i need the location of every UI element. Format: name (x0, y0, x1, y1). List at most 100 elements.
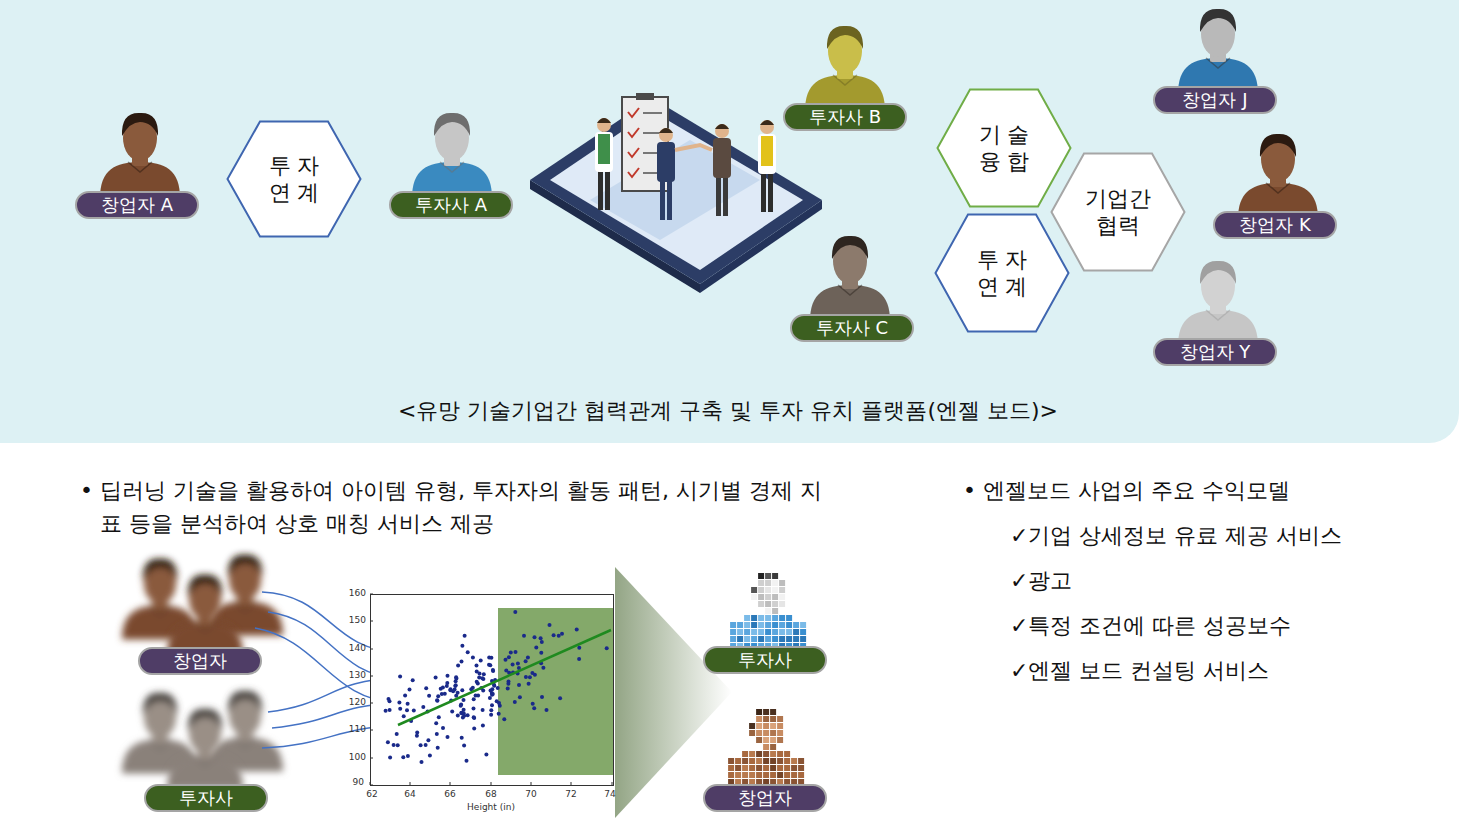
data-point (472, 715, 476, 719)
pixel (772, 601, 778, 607)
hexagon-text-wrap: 기 술 융 합 (973, 121, 1035, 176)
data-point (420, 760, 424, 764)
data-point (459, 704, 463, 708)
data-point (456, 664, 460, 668)
pixel (749, 730, 755, 736)
data-point (481, 677, 485, 681)
data-point (516, 662, 520, 666)
pixel (744, 636, 750, 642)
pixel (786, 615, 792, 621)
pixel (758, 587, 764, 593)
data-point (436, 694, 440, 698)
caption: <유망 기술기업간 협력관계 구축 및 투자 유치 플랫폼(엔젤 보드)> (398, 396, 1058, 426)
tag-text: 투자사 C (816, 317, 888, 338)
pixel (751, 587, 757, 593)
data-point (484, 753, 488, 757)
person-collar (128, 162, 152, 172)
data-point (481, 708, 485, 712)
body (758, 134, 776, 174)
data-point (489, 656, 493, 660)
tick (410, 782, 411, 785)
pixel (765, 615, 771, 621)
tick (491, 782, 492, 785)
axis-tick: 68 (485, 790, 496, 800)
hexagon-shape (1052, 154, 1185, 271)
data-point (541, 666, 545, 670)
data-point (401, 755, 405, 759)
name-tag: 투자사 (144, 784, 268, 812)
pixel (786, 636, 792, 642)
pixel (735, 772, 741, 778)
tick (370, 782, 371, 785)
data-point (424, 743, 428, 747)
pixel (737, 629, 743, 635)
tick (450, 782, 451, 785)
data-point (471, 656, 475, 660)
hair (715, 124, 729, 129)
data-point (388, 756, 392, 760)
pixel (777, 716, 783, 722)
person-hair (1200, 261, 1236, 284)
pixel (791, 772, 797, 778)
leg (768, 170, 773, 212)
pixel (756, 758, 762, 764)
leg (660, 178, 665, 220)
data-point (490, 703, 494, 707)
data-point (460, 644, 464, 648)
pixel (758, 622, 764, 628)
tick (370, 676, 373, 677)
person-hair (122, 113, 158, 136)
data-point (406, 702, 410, 706)
pixel (770, 744, 776, 750)
pixel (749, 723, 755, 729)
tick (612, 782, 613, 785)
tag-text: 투자사 B (809, 106, 881, 127)
tag-text: 투자사 (738, 649, 792, 670)
pixel (770, 758, 776, 764)
hexagon-text: 기 술 융 합 (973, 121, 1035, 176)
data-point (575, 628, 579, 632)
name-tag: 창업자 K (1213, 211, 1337, 239)
pixel (744, 615, 750, 621)
pixel (742, 772, 748, 778)
pixel (763, 723, 769, 729)
data-point (532, 706, 536, 710)
pixel (751, 636, 757, 642)
pixel-person (728, 709, 804, 785)
data-point (557, 634, 561, 638)
vest (598, 134, 610, 164)
data-point (392, 743, 396, 747)
data-point (518, 695, 522, 699)
pixel (758, 636, 764, 642)
data-point (460, 688, 464, 692)
data-point (517, 683, 521, 687)
tag-text: 창업자 J (1182, 89, 1247, 110)
pixel (763, 709, 769, 715)
list-line (643, 112, 662, 114)
name-tag: 창업자 (703, 784, 827, 812)
body (713, 138, 731, 178)
data-point (552, 633, 556, 637)
axis-tick: 160 (349, 589, 366, 599)
data-point (403, 694, 407, 698)
data-point (498, 704, 502, 708)
data-point (388, 708, 392, 712)
data-point (405, 708, 409, 712)
pixel (793, 629, 799, 635)
pixel (730, 629, 736, 635)
person-collar (838, 285, 862, 295)
pixel (772, 587, 778, 593)
data-point (488, 696, 492, 700)
data-point (435, 732, 439, 736)
data-point (446, 674, 450, 678)
hexagon-outline (226, 120, 362, 238)
person-collar (234, 737, 257, 747)
data-point (605, 646, 609, 650)
person-collar (833, 75, 857, 85)
pixel (784, 751, 790, 757)
data-point (533, 635, 537, 639)
hexagon-box: 투 자 연 계 (226, 120, 362, 238)
hexagon-text-wrap: 투 자 연 계 (971, 246, 1033, 301)
pixel (735, 765, 741, 771)
